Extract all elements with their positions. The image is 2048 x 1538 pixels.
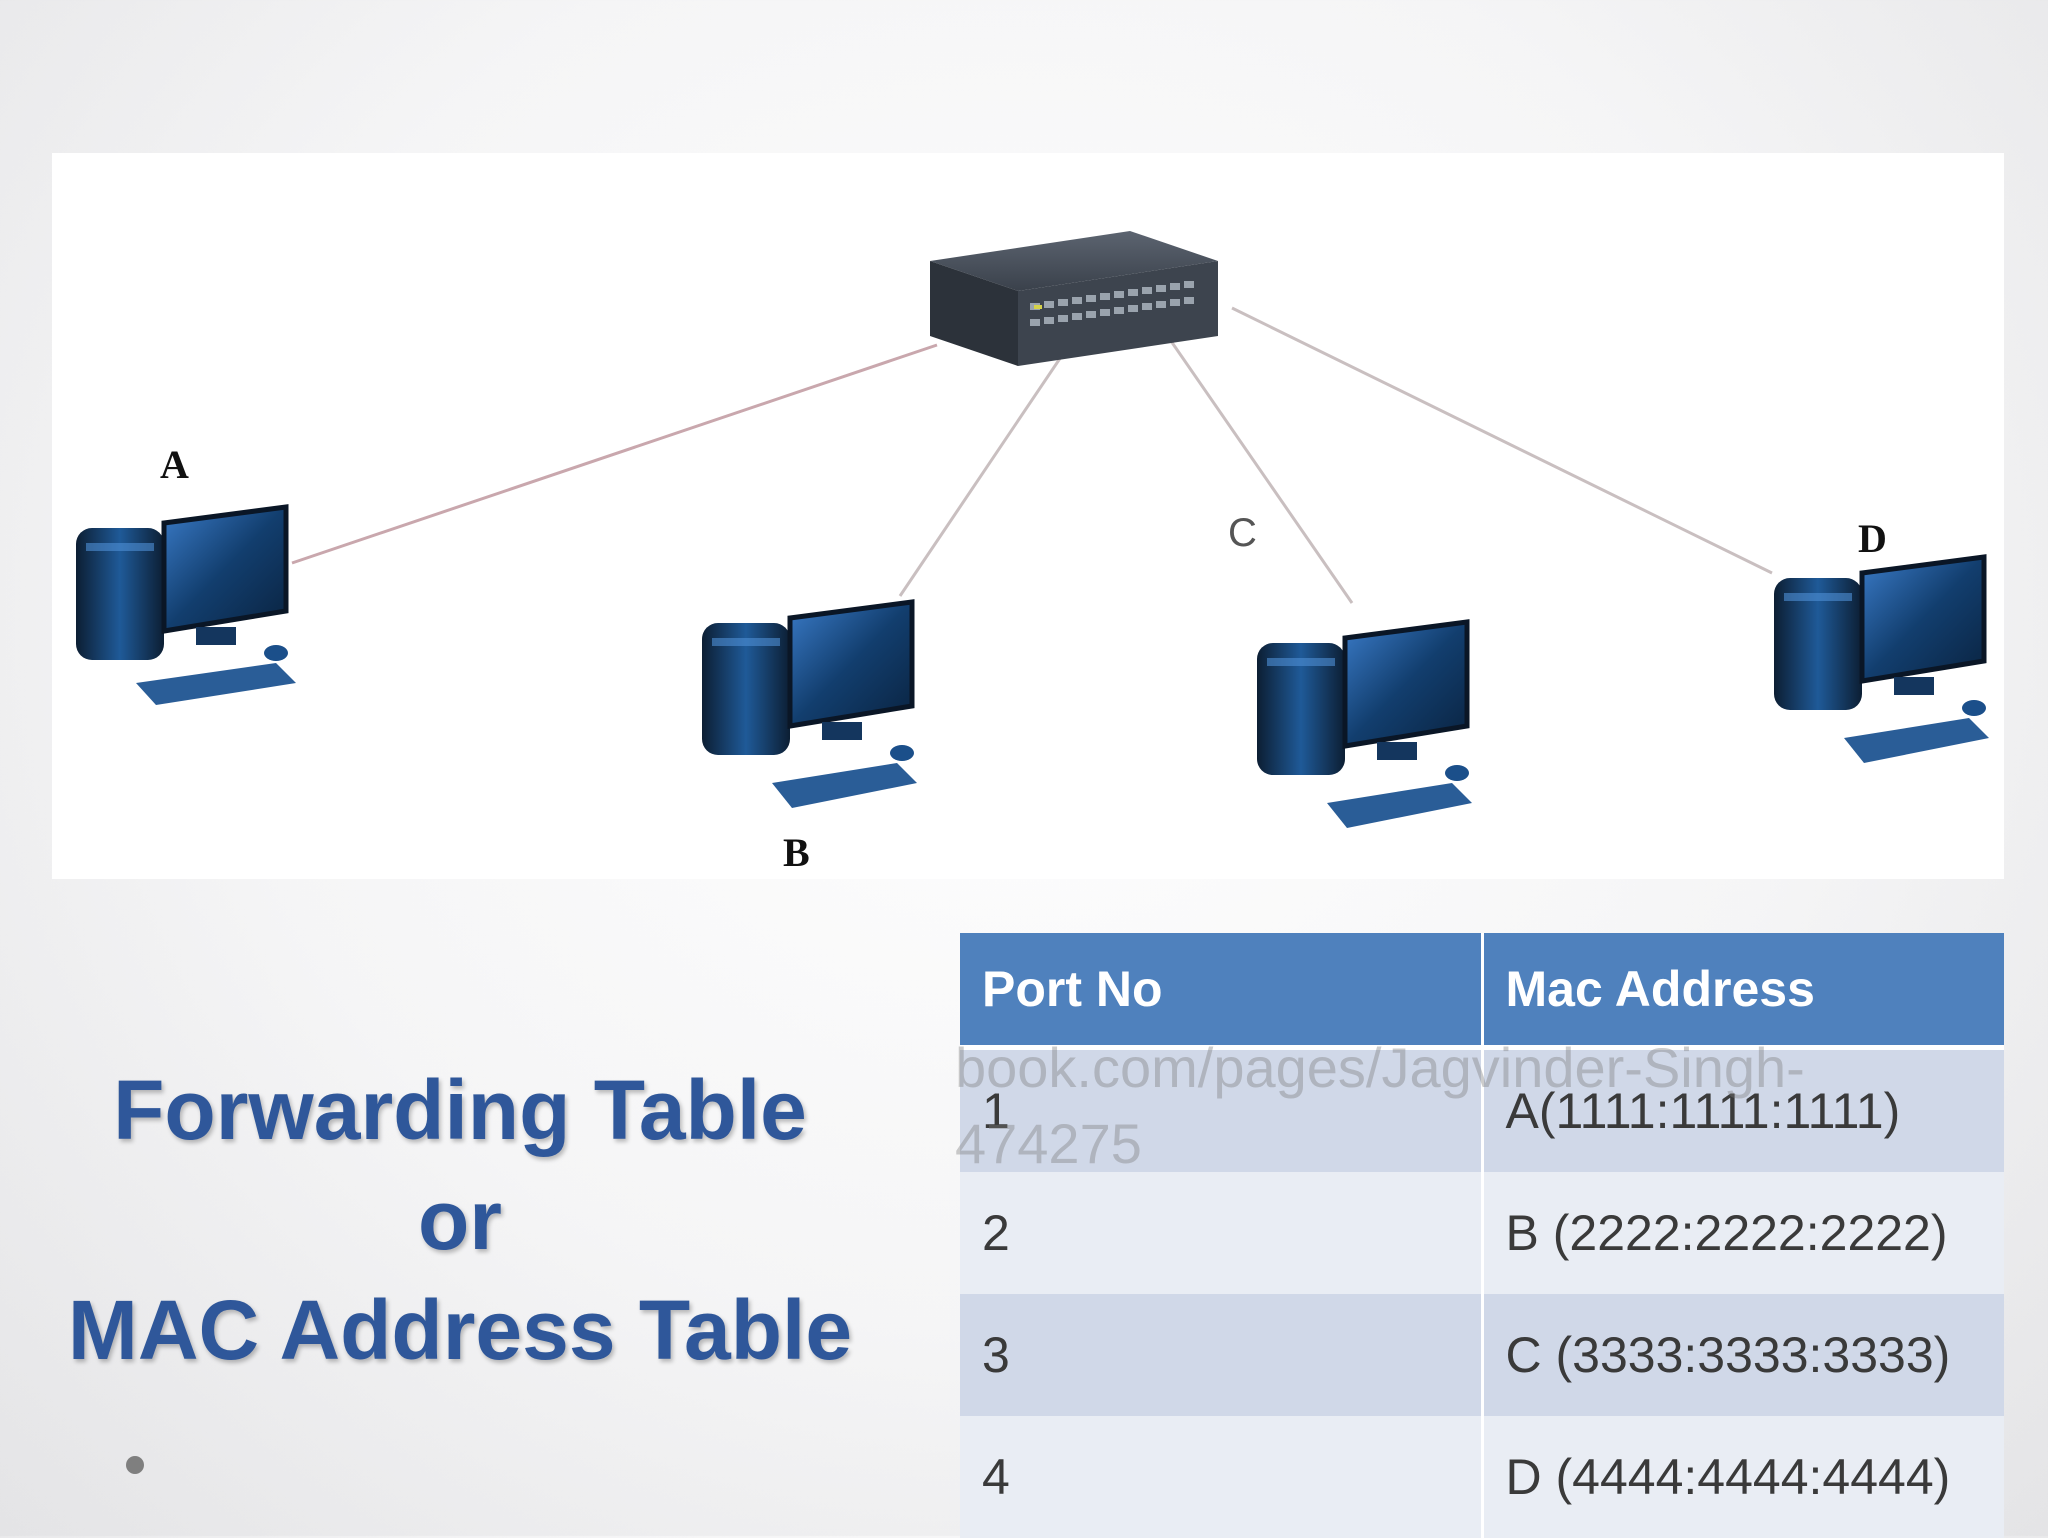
mac-cell: B (2222:2222:2222) <box>1480 1172 2004 1294</box>
cable-a <box>291 343 938 565</box>
node-label-b: B <box>783 830 810 875</box>
table-header-row: Port No Mac Address <box>960 933 2004 1050</box>
port-cell: 2 <box>960 1172 1482 1294</box>
title-line-3: MAC Address Table <box>67 1283 853 1377</box>
port-cell: 4 <box>960 1416 1482 1538</box>
network-diagram: A B C D <box>52 153 2004 879</box>
slide-title: Forwarding Table or MAC Address Table <box>20 1055 900 1385</box>
computer-a-icon <box>76 504 296 705</box>
mac-address-table: Port No Mac Address 1 A(1111:1111:1111) … <box>960 933 2004 1538</box>
node-label-c: C <box>1228 511 1257 555</box>
mac-cell: A(1111:1111:1111) <box>1480 1047 2004 1172</box>
watermark-line-1: book.com/pages/Jagvinder-Singh- <box>955 1036 1805 1099</box>
title-line-1: Forwarding Table <box>113 1063 807 1157</box>
port-cell: 1 <box>960 1047 1482 1172</box>
diagram-canvas <box>76 231 1989 828</box>
cable-c <box>1160 327 1354 604</box>
node-label-d: D <box>1858 516 1887 561</box>
network-switch-icon <box>930 231 1218 366</box>
table-row: 4 D (4444:4444:4444) <box>960 1416 2004 1538</box>
mac-cell: C (3333:3333:3333) <box>1480 1294 2004 1416</box>
table-row: 3 C (3333:3333:3333) <box>960 1294 2004 1416</box>
computer-d-icon <box>1774 554 1989 763</box>
cable-b <box>898 347 1069 597</box>
table-row: 1 A(1111:1111:1111) <box>960 1047 2004 1172</box>
bullet-point <box>126 1456 144 1474</box>
cable-d <box>1231 306 1773 575</box>
title-line-2: or <box>418 1173 502 1267</box>
mac-cell: D (4444:4444:4444) <box>1480 1416 2004 1538</box>
computer-b-icon <box>702 599 917 808</box>
watermark-overlay: book.com/pages/Jagvinder-Singh- 474275 <box>955 1030 1965 1182</box>
computer-c-icon <box>1257 619 1472 828</box>
port-cell: 3 <box>960 1294 1482 1416</box>
table-row: 2 B (2222:2222:2222) <box>960 1172 2004 1294</box>
watermark-line-2: 474275 <box>955 1112 1142 1175</box>
node-label-a: A <box>160 442 189 487</box>
header-mac-address: Mac Address <box>1480 933 2004 1050</box>
header-port-no: Port No <box>960 933 1482 1050</box>
